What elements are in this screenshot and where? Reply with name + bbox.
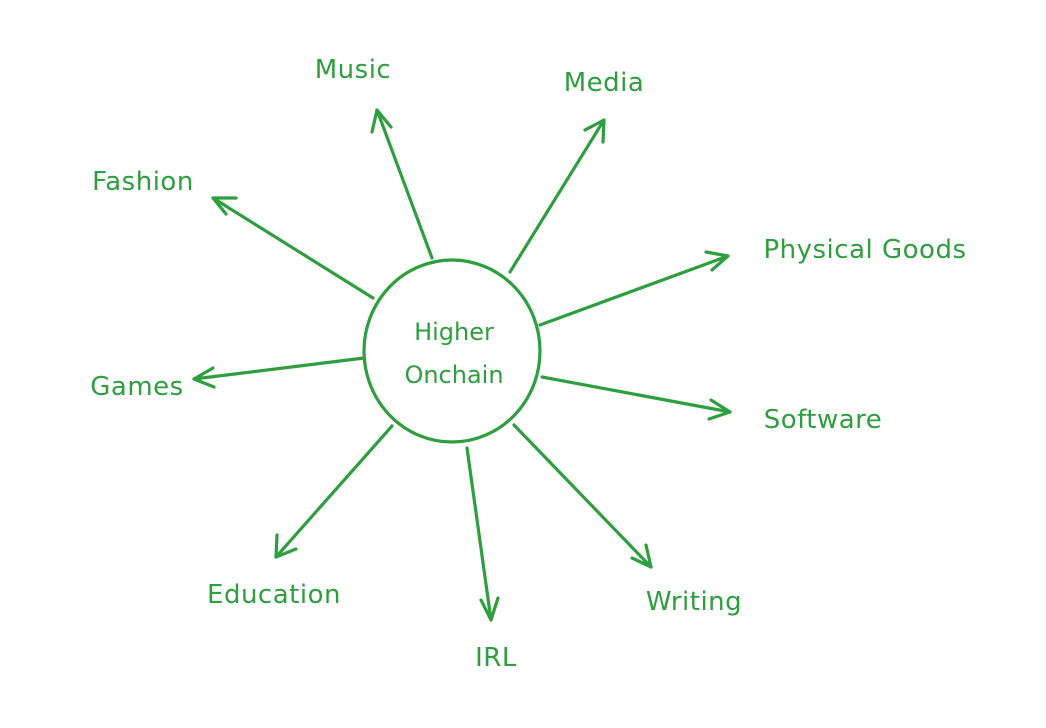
node-label-physical-goods: Physical Goods [763,235,966,265]
hub-circle [362,258,542,444]
arrow-fashion [211,196,375,300]
node-label-music: Music [315,55,391,85]
node-label-games: Games [90,372,183,402]
category-labels: Music Media Fashion Physical Goods Games… [90,55,966,673]
arrow-media [508,118,606,274]
node-label-irl: IRL [475,643,517,673]
hub-label-line1: Higher [414,318,494,346]
node-label-writing: Writing [646,587,742,617]
node-label-education: Education [207,580,341,610]
arrow-physical-goods [538,250,730,327]
hub-node: Higher Onchain [362,258,542,444]
arrow-games [192,356,366,389]
node-label-software: Software [764,405,883,435]
arrow-education [274,424,394,559]
arrow-music [370,108,434,260]
hub-label-line2: Onchain [404,361,503,389]
arrow-irl [465,446,500,622]
arrow-writing [512,423,653,569]
node-label-media: Media [564,68,645,98]
arrows [192,108,732,622]
arrow-software [540,375,732,421]
node-label-fashion: Fashion [92,167,194,197]
